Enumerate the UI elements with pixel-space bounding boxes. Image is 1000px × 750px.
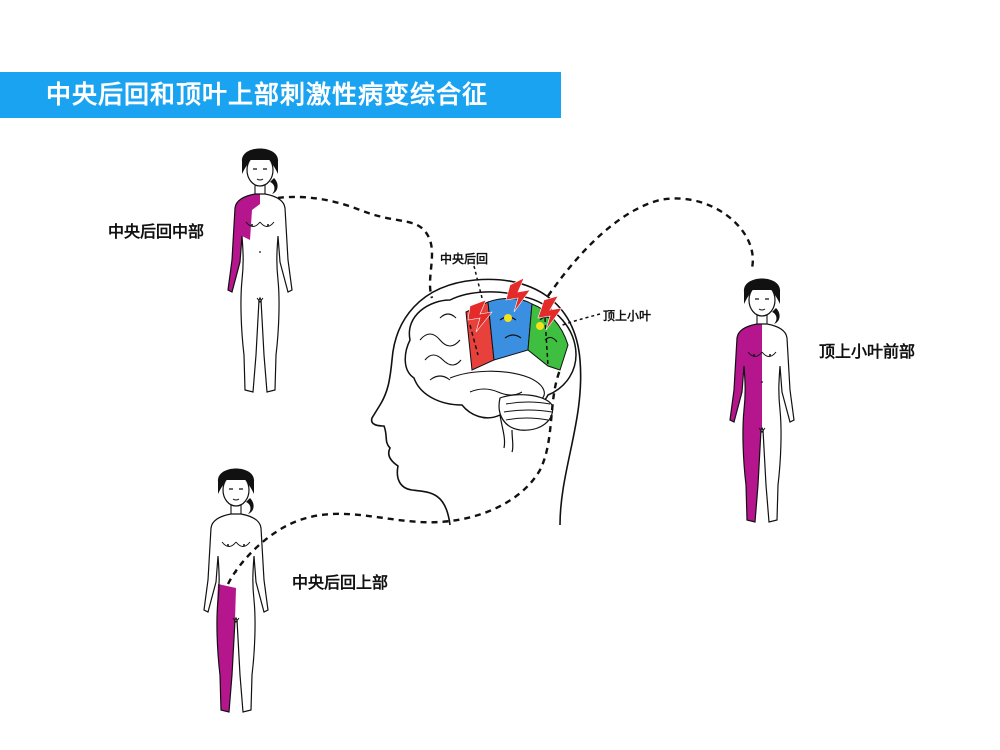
label-anterior-lobule: 顶上小叶前部 xyxy=(819,342,916,361)
page-title: 中央后回和顶叶上部刺激性病变综合征 xyxy=(46,80,489,109)
connector-lines xyxy=(226,195,755,585)
female-figure-icon xyxy=(203,467,269,713)
female-figure-icon xyxy=(729,277,795,523)
female-figure-icon xyxy=(227,147,293,393)
label-upper-gyrus: 中央后回上部 xyxy=(292,573,389,592)
label-mid-gyrus: 中央后回中部 xyxy=(108,222,205,241)
lightning-icon xyxy=(467,277,563,333)
label-superior-parietal-lobule: 顶上小叶 xyxy=(603,309,652,323)
head-profile-icon xyxy=(370,278,582,526)
label-postcentral-gyrus: 中央后回 xyxy=(440,252,489,266)
title-bar: 中央后回和顶叶上部刺激性病变综合征 xyxy=(0,72,561,118)
